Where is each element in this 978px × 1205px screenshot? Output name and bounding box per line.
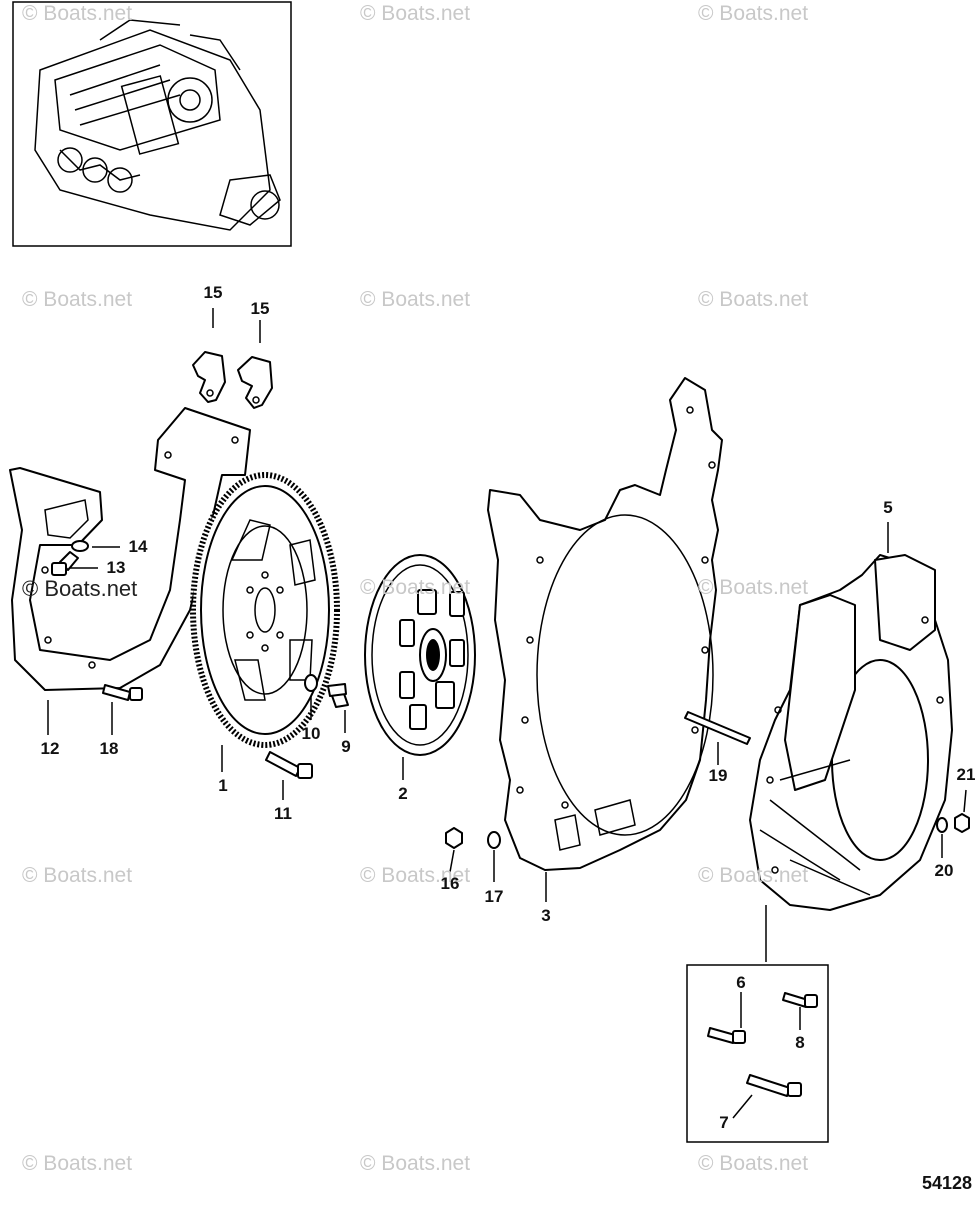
watermark-text: © Boats.net — [698, 864, 809, 887]
part-18-bolt — [102, 684, 143, 735]
callout-2[interactable]: 2 — [398, 784, 408, 803]
callout-19[interactable]: 19 — [708, 766, 728, 785]
housing-bolts-inset — [686, 964, 829, 1143]
callout-13[interactable]: 13 — [106, 558, 126, 577]
callout-17[interactable]: 17 — [484, 887, 504, 906]
callout-7[interactable]: 7 — [719, 1113, 729, 1132]
callout-15-right[interactable]: 15 — [250, 299, 270, 318]
callout-10[interactable]: 10 — [301, 724, 321, 743]
part-15-clips — [192, 308, 273, 409]
callout-16[interactable]: 16 — [440, 874, 460, 893]
part-2-damper-plate — [364, 554, 476, 780]
watermark-text: © Boats.net — [698, 576, 809, 599]
callout-3[interactable]: 3 — [541, 906, 551, 925]
callout-20[interactable]: 20 — [934, 861, 954, 880]
watermark-text: © Boats.net — [22, 288, 133, 311]
watermark-text: © Boats.net — [698, 1152, 809, 1175]
callout-6[interactable]: 6 — [736, 973, 746, 992]
callout-1[interactable]: 1 — [218, 776, 228, 795]
callout-18[interactable]: 18 — [99, 739, 119, 758]
watermark-text: © Boats.net — [22, 2, 133, 25]
callout-9[interactable]: 9 — [341, 737, 351, 756]
callout-14[interactable]: 14 — [128, 537, 148, 556]
part-1-flywheel — [190, 472, 340, 772]
engine-thumbnail — [12, 1, 292, 247]
part-13-14-bolt-washer — [51, 540, 120, 576]
callout-11[interactable]: 11 — [274, 804, 292, 823]
watermark-text: © Boats.net — [22, 864, 133, 887]
diagram-number: 54128 — [921, 1173, 972, 1193]
watermark-text: © Boats.net — [698, 288, 809, 311]
callout-5[interactable]: 5 — [883, 498, 893, 517]
watermark-text: © Boats.net — [360, 1152, 471, 1175]
callout-21[interactable]: 21 — [956, 765, 976, 784]
watermark-text: © Boats.net — [360, 288, 471, 311]
watermark-text: © Boats.net — [22, 1152, 133, 1175]
part-5-flywheel-housing — [749, 522, 953, 962]
callout-15-left[interactable]: 15 — [203, 283, 223, 302]
watermark-text: © Boats.net — [698, 2, 809, 25]
part-3-adapter-plate — [487, 377, 723, 902]
watermark-text: © Boats.net — [360, 576, 471, 599]
callout-8[interactable]: 8 — [795, 1033, 805, 1052]
callout-12[interactable]: 12 — [40, 739, 60, 758]
parts-9-10-11-fasteners — [265, 674, 349, 800]
watermark-text: © Boats.net — [360, 864, 471, 887]
watermark-text: © Boats.net — [360, 2, 471, 25]
part-19-stud — [684, 711, 751, 765]
parts-20-21-washer-nut — [936, 789, 970, 858]
parts-16-17-nut-washer — [445, 827, 501, 882]
watermark-text: © Boats.net — [22, 576, 138, 601]
